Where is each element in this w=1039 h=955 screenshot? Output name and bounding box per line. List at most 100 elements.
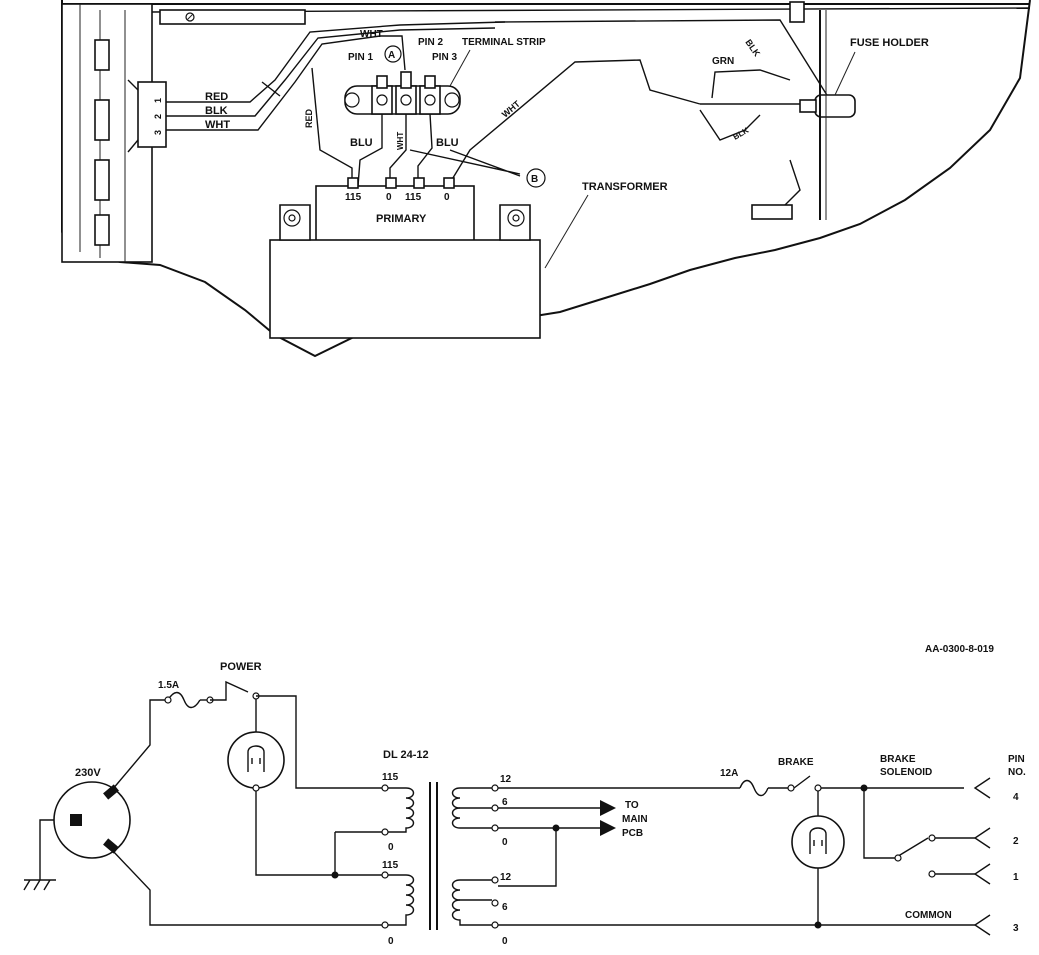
- transformer-leader: [544, 194, 589, 269]
- power-label: POWER: [220, 661, 262, 673]
- schematic: AA-0300-8-019 230V 1.5A POWER: [23, 644, 1026, 947]
- chassis-outline: [61, 0, 1031, 358]
- brake-lamp-icon: [791, 815, 845, 869]
- transformer-core: [269, 239, 541, 339]
- transformer: 115 0 115 0 PRIMARY: [269, 177, 541, 339]
- power-switch: 1 2 3: [127, 79, 167, 153]
- line-wire: [111, 699, 168, 791]
- power-lamp-icon: [227, 731, 285, 789]
- primary-0-top-label: 0: [388, 842, 394, 853]
- plug-neutral-pin: [103, 838, 119, 854]
- transformer-model-label: DL 24-12: [383, 749, 429, 761]
- pin-4-label: 4: [1013, 792, 1019, 803]
- red-primary-label: RED: [304, 108, 314, 128]
- drawing-number: AA-0300-8-019: [925, 644, 994, 655]
- callout-a-label: A: [388, 50, 395, 61]
- fuse-1-5a-label: 1.5A: [158, 680, 179, 691]
- power-plug-230v: [53, 781, 131, 859]
- tap-115-b: 115: [405, 192, 422, 203]
- red-lead-label: RED: [205, 91, 228, 103]
- secondary-0-top-label: 0: [502, 837, 508, 848]
- clip-spring: [784, 159, 801, 206]
- wht-top-label: WHT: [360, 29, 383, 40]
- transformer-label: TRANSFORMER: [582, 181, 668, 193]
- pin-3-label: PIN 3: [432, 52, 457, 63]
- plug-ground-pin: [70, 814, 82, 826]
- solenoid-switch-blade: [863, 788, 929, 859]
- primary-winding-top: [388, 787, 415, 833]
- arrow-to-pcb-2: [600, 820, 616, 836]
- brake-solenoid-label-1: BRAKE: [880, 754, 916, 765]
- switch-pin-3-label: 3: [153, 130, 163, 135]
- cable-tie: [261, 81, 281, 97]
- callout-b-circle: [526, 168, 546, 188]
- power-switch-body: [137, 81, 167, 148]
- ground-icon: [23, 879, 56, 891]
- terminal-strip-leader: [449, 49, 471, 87]
- wht-center-wire: [389, 114, 407, 186]
- pin-4-connector-icon: [973, 777, 991, 799]
- secondary-winding-top-b: [451, 807, 492, 829]
- ground-wires: [409, 149, 521, 177]
- transformer-primary-block: [315, 185, 475, 245]
- wiring-assembly: 1 2 3 RED BLK WHT WHT A PIN: [61, 0, 1031, 358]
- wht-lead-wire: [166, 35, 406, 131]
- blk-top-label: BLK: [743, 37, 762, 58]
- source-label: 230V: [75, 767, 101, 779]
- brake-label: BRAKE: [778, 757, 814, 768]
- secondary-winding-top-a: [451, 787, 492, 809]
- wht-center-label: WHT: [396, 132, 405, 150]
- pcb-label: PCB: [622, 828, 643, 839]
- power-switch-blade: [210, 680, 249, 701]
- tap-0-a: 0: [386, 192, 392, 203]
- blu-right-label: BLU: [436, 137, 459, 149]
- secondary-winding-bottom-a: [451, 879, 492, 901]
- schematic-transformer: [381, 782, 499, 930]
- pin-3-label: 3: [1013, 923, 1019, 934]
- secondary-tie-wire: [498, 828, 557, 887]
- primary-winding-bottom: [388, 874, 415, 926]
- pin-1-label: PIN 1: [348, 52, 373, 63]
- blk-fuse-loop: [699, 109, 761, 141]
- blu-left-wire: [357, 114, 383, 187]
- secondary-6-bottom-label: 6: [502, 902, 508, 913]
- fuse-1-5a-icon: [167, 691, 201, 709]
- terminal-strip-label: TERMINAL STRIP: [462, 37, 546, 48]
- primary-label: PRIMARY: [376, 213, 427, 225]
- pin-3-connector-icon: [973, 914, 991, 936]
- secondary-6-top-label: 6: [502, 797, 508, 808]
- to-label: TO: [625, 800, 639, 811]
- plug-line-pin: [103, 784, 119, 800]
- fuse-12a-icon: [739, 779, 769, 797]
- blk-lead-label: BLK: [205, 105, 228, 117]
- bottom-clip: [751, 204, 793, 220]
- callout-a-circle: [384, 45, 402, 63]
- blk-fuse-wire: [494, 19, 831, 101]
- secondary-winding-bottom-b: [451, 899, 492, 926]
- top-clip: [789, 1, 805, 23]
- pin-2-label: PIN 2: [418, 37, 443, 48]
- callout-b-label: B: [531, 174, 538, 185]
- fuse-12a-label: 12A: [720, 768, 738, 779]
- secondary-0-bottom-label: 0: [502, 936, 508, 947]
- front-panel: [61, 3, 306, 263]
- wht-lead-label: WHT: [205, 119, 230, 131]
- secondary-12-bottom-label: 12: [500, 872, 512, 883]
- fuse-holder-label: FUSE HOLDER: [850, 37, 929, 49]
- primary-series-link: [334, 831, 382, 876]
- arrow-to-pcb-1: [600, 800, 616, 816]
- tap-0-b: 0: [444, 192, 450, 203]
- terminal-strip: [344, 71, 461, 115]
- pin-2-connector-icon: [973, 827, 991, 849]
- blu-right-wire: [417, 113, 433, 186]
- common-label: COMMON: [905, 910, 952, 921]
- primary-115-top-label: 115: [382, 772, 399, 783]
- red-lead-wire: [166, 21, 506, 103]
- pin-no-label-1: PIN: [1008, 754, 1025, 765]
- top-bracket: [159, 9, 306, 25]
- pin-1-connector-icon: [973, 863, 991, 885]
- switch-pin-1-label: 1: [153, 98, 163, 103]
- brake-solenoid-label-2: SOLENOID: [880, 767, 932, 778]
- grn-wire: [711, 69, 791, 99]
